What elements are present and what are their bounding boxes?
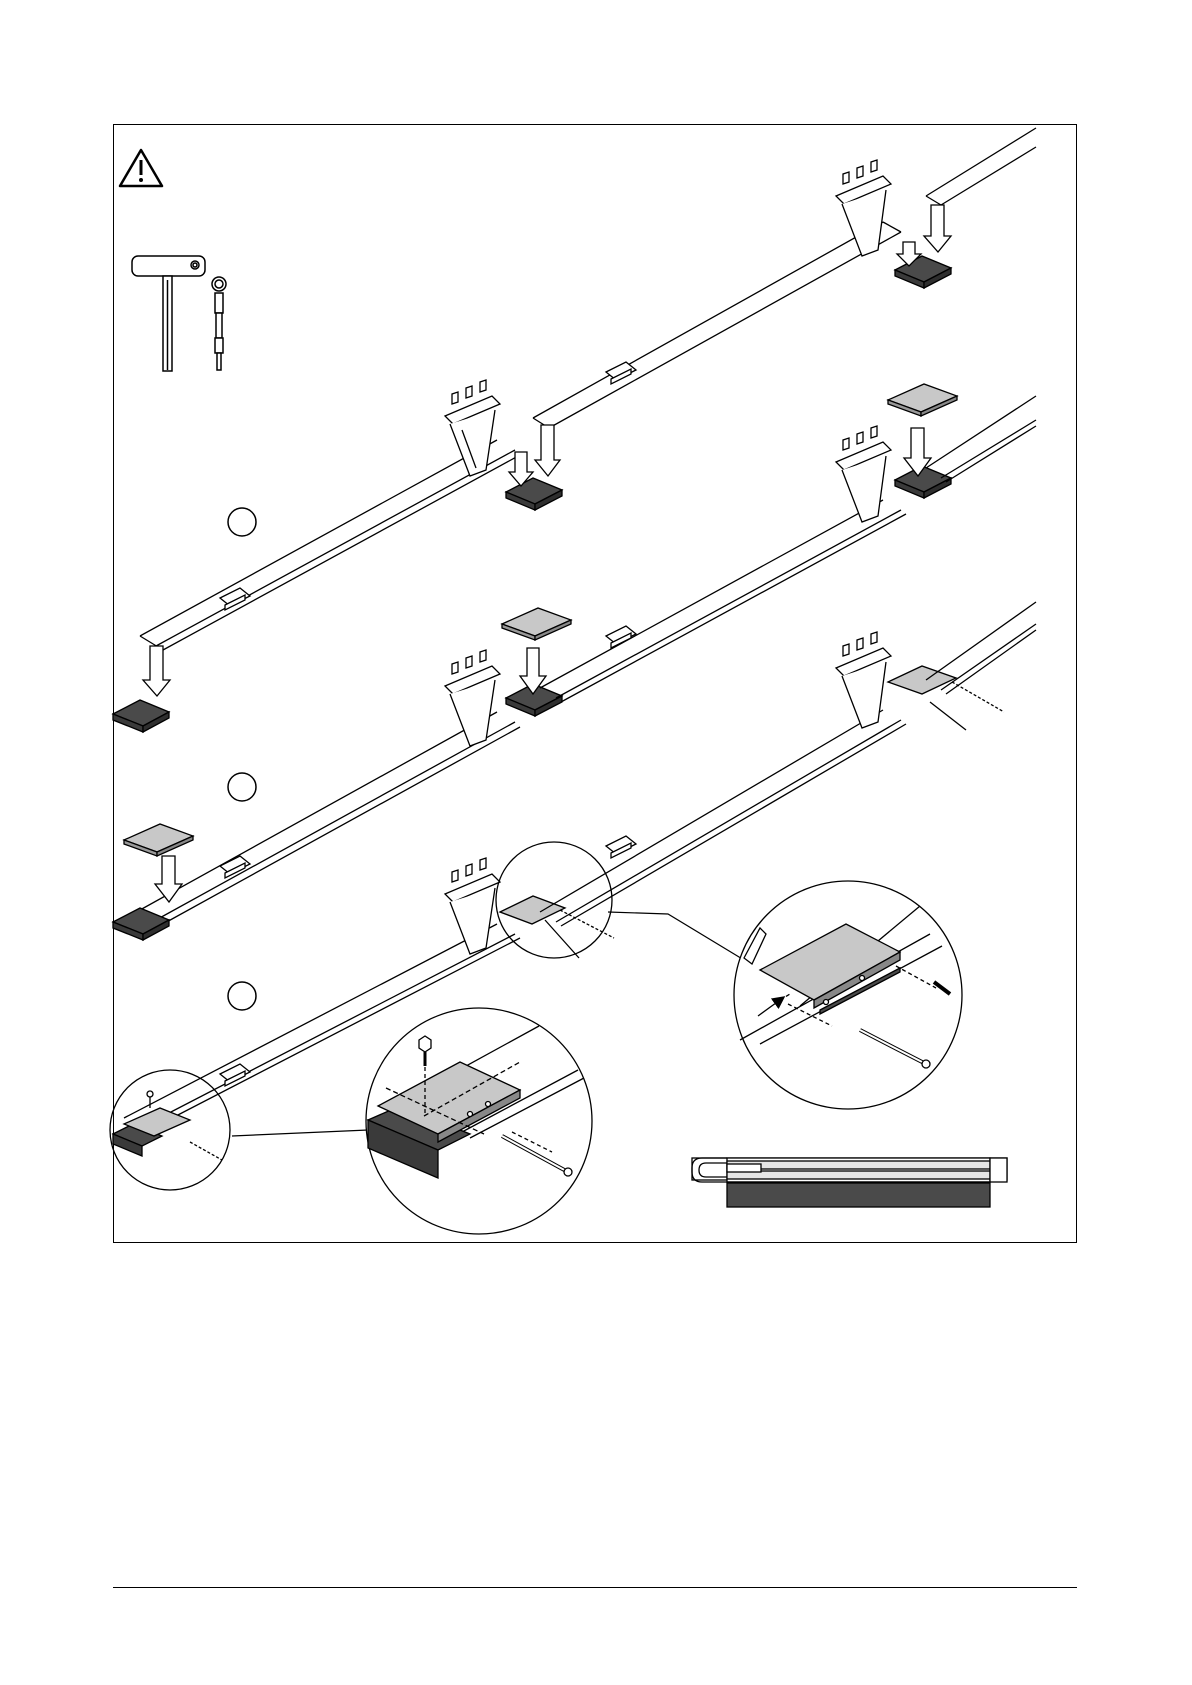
socket-wrench-icon (212, 277, 226, 370)
t-handle-key-icon (132, 256, 205, 371)
dark-block (506, 478, 562, 510)
step-1-circle (228, 508, 256, 536)
dark-block (113, 700, 169, 732)
step-2-circle (228, 773, 256, 801)
rail-clip (220, 588, 250, 610)
warning-triangle-icon (120, 150, 162, 186)
step-1-assembly (113, 128, 1036, 732)
step-2-assembly (113, 384, 1036, 940)
footer-rule (113, 1587, 1077, 1588)
detail-circle-panel-insertion (734, 881, 962, 1109)
detail-circle-bolt-fastening (366, 1008, 592, 1234)
rail-cross-section (692, 1158, 1007, 1207)
step-3-circle (228, 982, 256, 1010)
bracket (445, 380, 500, 476)
down-arrow (143, 646, 170, 696)
